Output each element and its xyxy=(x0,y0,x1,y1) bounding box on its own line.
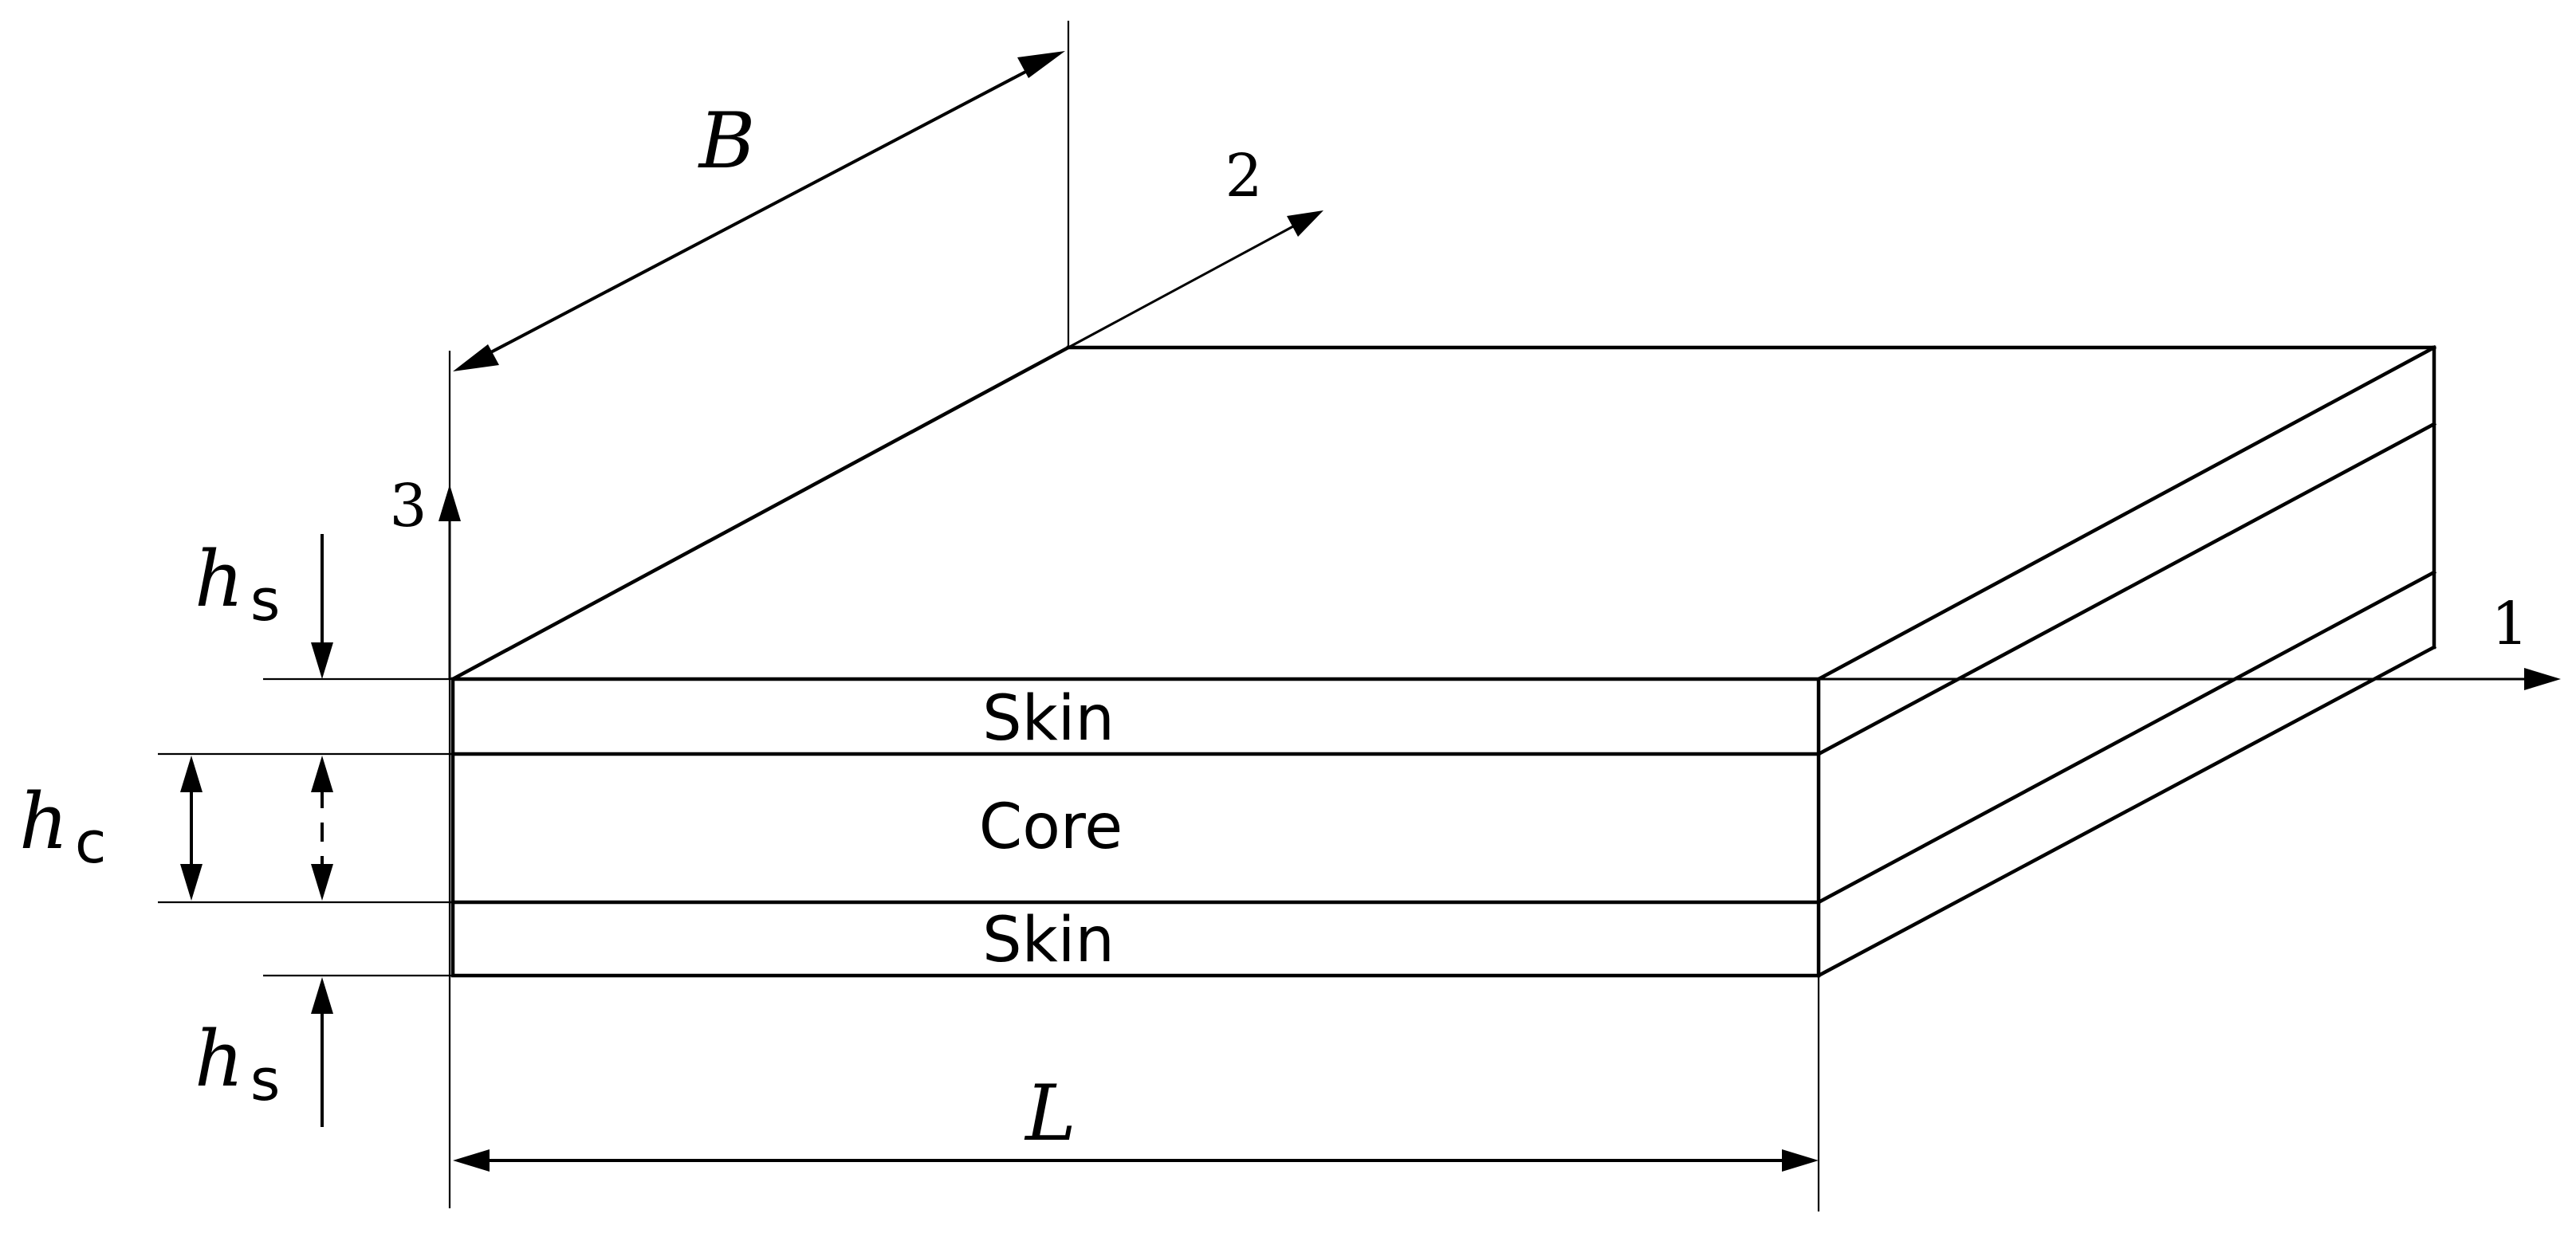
width-dimension-line xyxy=(484,67,1032,357)
top-skin-label: Skin xyxy=(982,683,1115,755)
core-thickness-arrow-dashed xyxy=(311,756,333,901)
bottom-skin-label: Skin xyxy=(982,905,1115,976)
length-symbol: L xyxy=(1024,1069,1076,1158)
bottom-skin-thickness-subscript: s xyxy=(250,1046,281,1113)
top-face-right-edge xyxy=(1815,344,2437,682)
axis-2-line xyxy=(1068,225,1294,349)
top-skin-thickness-main: h xyxy=(195,535,244,624)
width-dimension xyxy=(453,51,1065,371)
top-face-left-edge xyxy=(450,344,1072,682)
axis-3-arrow xyxy=(439,485,461,679)
axis-3-arrowhead xyxy=(439,485,461,521)
panel-top-face xyxy=(450,344,2437,682)
front-face-outline xyxy=(450,677,1821,978)
core-dashed-arrowhead-bottom xyxy=(311,864,333,901)
panel-side-face xyxy=(1815,345,2437,979)
core-thickness-symbol: h c xyxy=(19,777,106,876)
top-skin-thickness-symbol: h s xyxy=(195,535,280,634)
length-dimension xyxy=(453,1149,1819,1172)
top-skin-thickness-subscript: s xyxy=(250,567,281,634)
bottom-skin-arrowhead xyxy=(311,977,333,1014)
axis-1-label: 1 xyxy=(2491,590,2528,658)
panel-front-face xyxy=(450,677,1821,978)
core-dashed-arrowhead-top xyxy=(311,756,333,792)
width-arrowhead-end xyxy=(1017,51,1065,78)
core-label: Core xyxy=(979,791,1123,863)
side-top-skin-line xyxy=(1815,421,2437,757)
side-face-bottom-edge xyxy=(1815,644,2437,979)
bottom-skin-thickness-symbol: h s xyxy=(195,1015,280,1113)
length-arrowhead-end xyxy=(1782,1149,1819,1172)
bottom-skin-thickness-arrow xyxy=(311,977,333,1127)
axis-2-arrow xyxy=(1068,210,1323,349)
axis-1-arrowhead xyxy=(2524,668,2561,690)
length-arrowhead-start xyxy=(453,1149,490,1172)
width-symbol: B xyxy=(698,96,756,186)
side-bottom-skin-line xyxy=(1815,569,2437,905)
core-thickness-subscript: c xyxy=(75,809,107,876)
core-thickness-arrow-solid xyxy=(180,756,203,901)
axis-2-arrowhead xyxy=(1287,210,1323,237)
width-arrowhead-start xyxy=(453,344,499,371)
top-skin-arrowhead xyxy=(311,642,333,679)
extension-lines xyxy=(158,21,1820,1211)
axis-2-label: 2 xyxy=(1225,142,1262,210)
axis-1-arrow xyxy=(1714,668,2561,690)
core-thickness-main: h xyxy=(19,777,69,866)
core-solid-arrowhead-top xyxy=(180,756,203,792)
top-skin-thickness-arrow xyxy=(311,534,333,679)
core-solid-arrowhead-bottom xyxy=(180,864,203,901)
bottom-skin-thickness-main: h xyxy=(195,1015,244,1104)
axis-3-label: 3 xyxy=(389,472,427,540)
